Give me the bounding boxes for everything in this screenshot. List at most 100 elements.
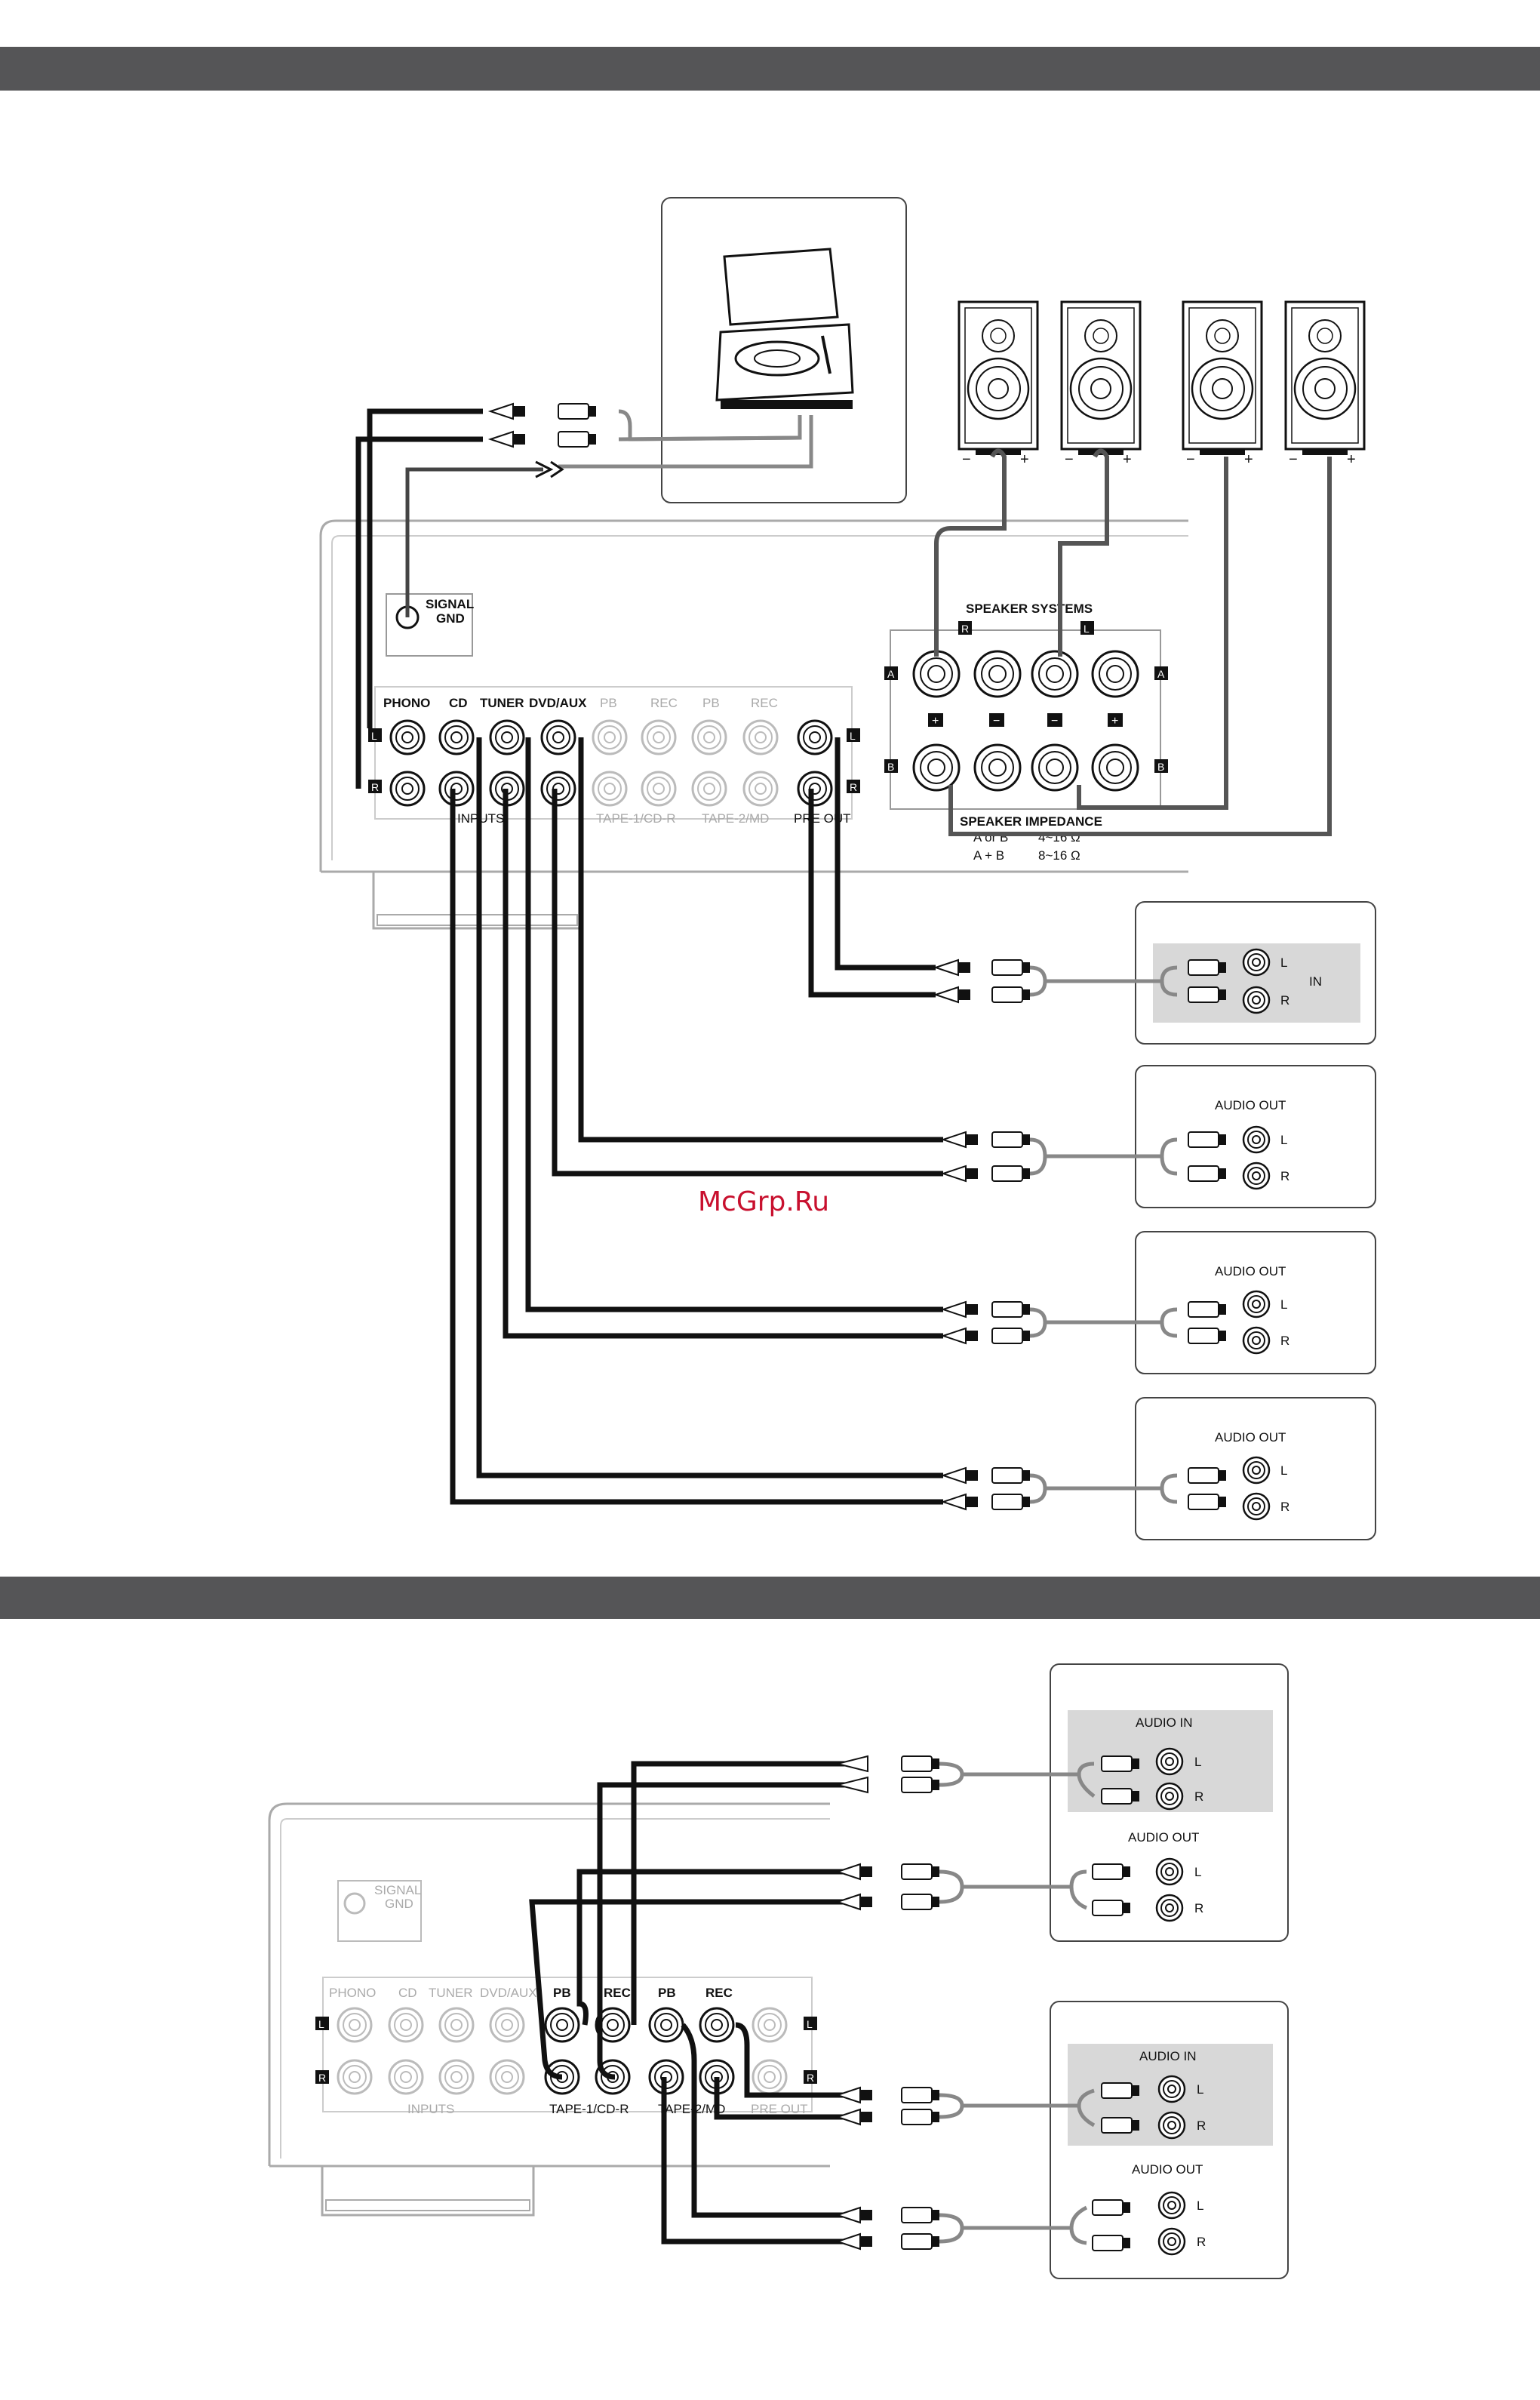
- label-rec-bottom-2: REC: [705, 1986, 733, 2000]
- svg-text:L: L: [807, 2018, 813, 2030]
- in-label: IN: [1309, 974, 1322, 989]
- jack-phono-l[interactable]: [389, 719, 426, 755]
- jack-dvd-l[interactable]: [540, 719, 576, 755]
- jack-tape2-rec-r[interactable]: [742, 771, 779, 807]
- jack-cd-r[interactable]: [438, 771, 475, 807]
- jack-tape1-pb-l-bottom[interactable]: [544, 2007, 580, 2043]
- jack-tape2-rec-l[interactable]: [742, 719, 779, 755]
- svg-text:AUDIO IN: AUDIO IN: [1139, 2049, 1197, 2063]
- grey-cables-bottom: [939, 1762, 1096, 2245]
- svg-text:A: A: [887, 668, 895, 680]
- jack-tape1-rec-l[interactable]: [641, 719, 677, 755]
- label-tuner-bottom: TUNER: [429, 1986, 473, 2000]
- label-cd: CD: [449, 696, 468, 710]
- jack-cd-l-bottom: [388, 2007, 424, 2043]
- svg-text:+: +: [1347, 451, 1356, 468]
- device-tape-2: AUDIO IN L R AUDIO OUT L R: [1050, 2001, 1289, 2279]
- section-header-bar-tape: [0, 1577, 1540, 1619]
- jack-preout-r[interactable]: [797, 771, 833, 807]
- svg-text:R: R: [807, 2072, 814, 2084]
- turntable-icon: [715, 248, 854, 409]
- svg-text:−: −: [1186, 451, 1195, 468]
- label-pb-2: PB: [702, 696, 720, 710]
- label-pb-bottom-1: PB: [553, 1986, 571, 2000]
- jack-tape2-pb-l[interactable]: [691, 719, 727, 755]
- rca-plug-phono-r: [558, 431, 597, 448]
- badge-b-left: B: [884, 759, 898, 773]
- speaker-terminal-a-r-minus[interactable]: [973, 650, 1022, 698]
- speaker-terminal-b-r-minus[interactable]: [973, 743, 1022, 792]
- svg-text:L: L: [1197, 2198, 1203, 2213]
- jack-tape2-rec-l-bottom[interactable]: [699, 2007, 735, 2043]
- plug-phono-r: [490, 431, 526, 448]
- rca-cables-bottom: [529, 1761, 868, 2245]
- svg-text:L: L: [850, 730, 856, 742]
- label-cd-bottom: CD: [398, 1986, 417, 2000]
- inputs-panel-bottom: [322, 1977, 813, 2112]
- signal-gnd-label-2: GND: [436, 611, 465, 626]
- jack-tuner-l-bottom: [438, 2007, 475, 2043]
- svg-text:+: +: [1244, 451, 1253, 468]
- speaker-terminal-b-l-minus[interactable]: [1031, 743, 1079, 792]
- group-label-preout: PRE OUT: [794, 811, 851, 826]
- jack-cd-l[interactable]: [438, 719, 475, 755]
- jack-dvd-r-bottom: [489, 2059, 525, 2095]
- label-phono-bottom: PHONO: [329, 1986, 376, 2000]
- speaker-1: [958, 300, 1039, 457]
- channel-badge-l-right: L: [847, 728, 860, 742]
- badge-a-left: A: [884, 666, 898, 680]
- svg-text:R: R: [850, 781, 857, 793]
- speaker-terminal-b-r-plus[interactable]: [912, 743, 961, 792]
- group-label-tape1-bottom: TAPE-1/CD-R: [549, 2102, 629, 2116]
- svg-text:B: B: [1157, 761, 1164, 773]
- svg-text:R: R: [1280, 1500, 1289, 1514]
- badge-a-right: A: [1154, 666, 1168, 680]
- signal-gnd-label-1: SIGNAL: [426, 597, 474, 611]
- label-dvd-bottom: DVD/AUX: [480, 1986, 537, 2000]
- group-label-tape1: TAPE-1/CD-R: [596, 811, 675, 826]
- label-rec-bottom-1: REC: [604, 1986, 631, 2000]
- label-tuner: TUNER: [480, 696, 524, 710]
- label-rec-1: REC: [650, 696, 678, 710]
- group-label-inputs-bottom: INPUTS: [407, 2102, 454, 2116]
- speaker-terminal-a-l-minus[interactable]: [1031, 650, 1079, 698]
- speaker-terminal-a-l-plus[interactable]: [1091, 650, 1139, 698]
- inputs-panel: [374, 686, 853, 820]
- group-label-preout-bottom: PRE OUT: [751, 2102, 808, 2116]
- label-pb-1: PB: [600, 696, 617, 710]
- jack-tuner-l[interactable]: [489, 719, 525, 755]
- jack-tape1-rec-r[interactable]: [641, 771, 677, 807]
- svg-text:−: −: [962, 451, 971, 468]
- jack-tape2-pb-r[interactable]: [691, 771, 727, 807]
- svg-text:R: R: [961, 623, 969, 635]
- svg-text:B: B: [887, 761, 894, 773]
- receiver-rear-panel-bottom: [268, 1802, 830, 2217]
- channel-badge-r-bottom-right: R: [804, 2070, 817, 2084]
- jack-preout-l-bottom: [752, 2007, 788, 2043]
- svg-text:R: R: [1197, 2118, 1206, 2133]
- svg-text:AUDIO IN: AUDIO IN: [1136, 1715, 1193, 1730]
- jack-phono-r[interactable]: [389, 771, 426, 807]
- speaker-terminal-b-l-plus[interactable]: [1091, 743, 1139, 792]
- jack-preout-l[interactable]: [797, 719, 833, 755]
- svg-text:R: R: [1194, 1789, 1203, 1804]
- svg-text:R: R: [318, 2072, 326, 2084]
- plug-phono-l: [490, 403, 526, 420]
- jack-dvd-r[interactable]: [540, 771, 576, 807]
- speaker-impedance-label: SPEAKER IMPEDANCE: [960, 814, 1102, 829]
- impedance-row2-right: 8~16 Ω: [1038, 848, 1080, 863]
- svg-text:AUDIO OUT: AUDIO OUT: [1215, 1430, 1286, 1445]
- device-audio-out-3: AUDIO OUT L R: [1135, 1397, 1376, 1540]
- svg-text:AUDIO OUT: AUDIO OUT: [1215, 1098, 1286, 1112]
- svg-text:AUDIO OUT: AUDIO OUT: [1128, 1830, 1199, 1845]
- svg-text:L: L: [1280, 1133, 1287, 1147]
- jack-tape1-pb-r[interactable]: [592, 771, 628, 807]
- svg-text:R: R: [371, 781, 379, 793]
- signal-gnd-label-bottom-2: GND: [385, 1897, 413, 1911]
- svg-text:L: L: [1280, 1297, 1287, 1312]
- jack-tape2-pb-l-bottom[interactable]: [648, 2007, 684, 2043]
- speaker-terminal-a-r-plus[interactable]: [912, 650, 961, 698]
- receiver-rear-panel: [319, 519, 1188, 930]
- jack-tape1-pb-l[interactable]: [592, 719, 628, 755]
- speaker-polarity-marks: −+ −+ −+ −+: [962, 451, 1356, 468]
